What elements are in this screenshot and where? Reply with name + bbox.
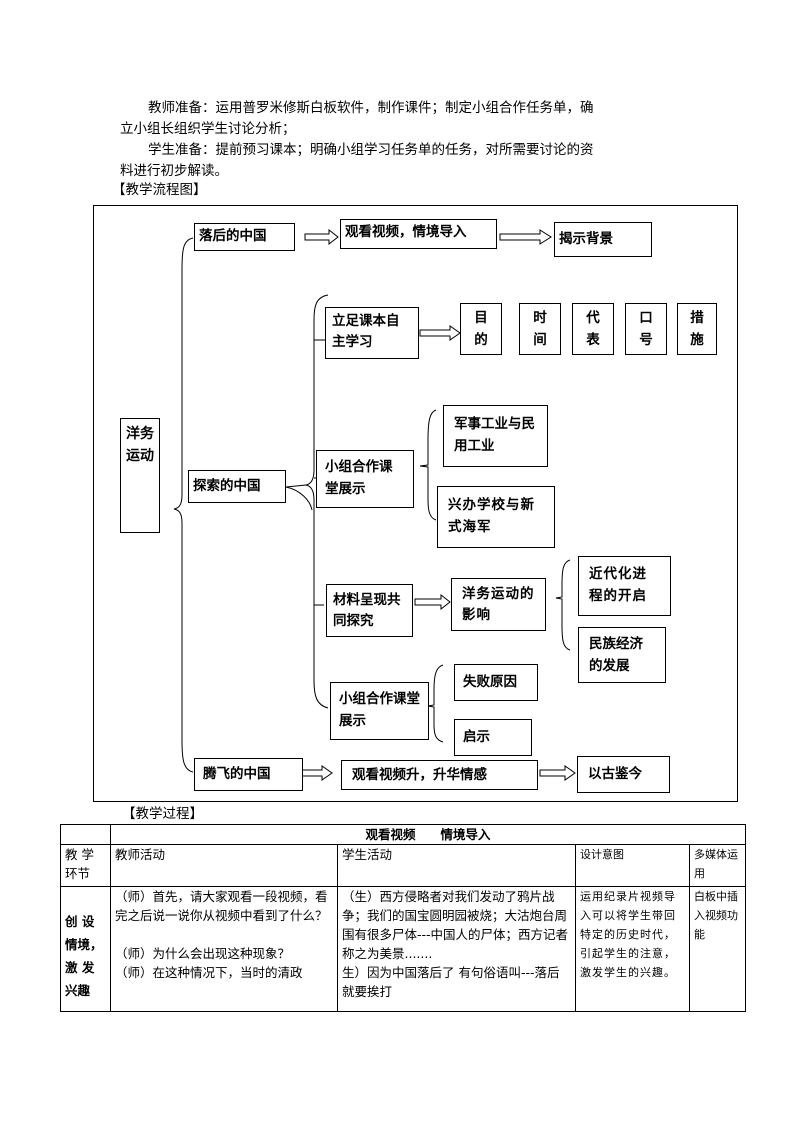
student-prep-line1: 学生准备：提前预习课本；明确小组学习任务单的任务，对所需要讨论的资 [148, 142, 594, 158]
node-backward-china: 落后的中国 [194, 223, 295, 251]
header-design-intent: 设计意图 [575, 844, 690, 887]
header-multimedia: 多媒体运用 [688, 844, 747, 887]
node-watch-video-intro: 观看视频，情境导入 [340, 219, 497, 249]
root-node-yangwu-movement: 洋务运动 [120, 418, 160, 533]
node-modernization-start: 近代化进程的开启 [578, 556, 671, 616]
node-military-civil-industry: 军事工业与民用工业 [443, 405, 548, 467]
node-aspect-purpose: 目的 [460, 303, 502, 355]
node-failure-reasons: 失败原因 [454, 664, 538, 701]
teaching-process-table: 观看视频 情境导入 教 学 环节 教师活动 学生活动 设计意图 多媒体运用 创 … [60, 824, 747, 1012]
cell-teacher-activity: （师）首先，请大家观看一段视频，看完之后说一说你从视频中看到了什么？ （师）为什… [110, 886, 338, 1012]
node-enlightenment: 启示 [454, 719, 532, 756]
student-activity-1: （生）西方侵略者对我们发动了鸦片战争；我们的国宝圆明园被烧；大沽炮台周围有很多尸… [342, 889, 569, 961]
cell-stage: 创 设 情境，激 发 兴趣 [60, 886, 111, 1012]
node-rising-china: 腾飞的中国 [194, 758, 303, 791]
node-movement-impact: 洋务运动的影响 [451, 578, 546, 631]
teacher-activity-2: （师）为什么会出现这种现象？ [115, 946, 291, 961]
teacher-activity-1: （师）首先，请大家观看一段视频，看完之后说一说你从视频中看到了什么？ [115, 889, 328, 923]
node-group-work-2: 小组合作课堂展示 [330, 682, 429, 740]
table-section-title: 观看视频 情境导入 [109, 824, 747, 845]
header-stage: 教 学 环节 [60, 844, 111, 887]
flowchart-frame [93, 205, 738, 802]
node-watch-video-sublimate: 观看视频升，升华情感 [341, 760, 538, 790]
node-national-economy: 民族经济的发展 [578, 627, 666, 683]
node-aspect-time: 时间 [519, 303, 561, 355]
header-teacher-activity: 教师活动 [110, 844, 338, 887]
node-aspect-representative: 代表 [572, 303, 614, 355]
node-schools-navy: 兴办学校与新式海军 [437, 486, 555, 548]
node-group-work-1: 小组合作课堂展示 [316, 450, 414, 508]
teacher-prep-line1: 教师准备：运用普罗米修斯白板软件，制作课件；制定小组合作任务单，确 [148, 100, 594, 116]
table-corner-cell [60, 824, 111, 845]
header-student-activity: 学生活动 [337, 844, 576, 887]
flow-heading: 【教学流程图】 [112, 182, 207, 198]
node-aspect-measures: 措施 [677, 303, 717, 355]
node-material-inquiry: 材料呈现共同探究 [326, 584, 413, 637]
node-self-study: 立足课本自主学习 [325, 307, 419, 359]
node-reveal-background: 揭示背景 [554, 222, 652, 257]
cell-multimedia: 白板中插入视频功能 [688, 886, 747, 1012]
cell-student-activity: （生）西方侵略者对我们发动了鸦片战争；我们的国宝圆明园被烧；大沽炮台周围有很多尸… [337, 886, 576, 1012]
teacher-activity-3: （师）在这种情况下，当时的清政 [115, 965, 303, 980]
node-aspect-slogan: 口号 [625, 303, 667, 355]
cell-design-intent: 运用纪录片视频导入可以将学生带回特定的历史时代，引起学生的注意，激发学生的兴趣。 [575, 886, 690, 1012]
student-activity-2: 生）因为中国落后了 有句俗语叫---落后就要挨打 [342, 965, 560, 999]
node-learn-from-history: 以古鉴今 [577, 756, 670, 793]
teacher-prep-line2: 立小组长组织学生讨论分析； [120, 121, 296, 137]
student-prep-line2: 料进行初步解读。 [120, 163, 228, 179]
process-heading: 【教学过程】 [122, 806, 203, 822]
node-explore-china: 探索的中国 [188, 470, 286, 503]
